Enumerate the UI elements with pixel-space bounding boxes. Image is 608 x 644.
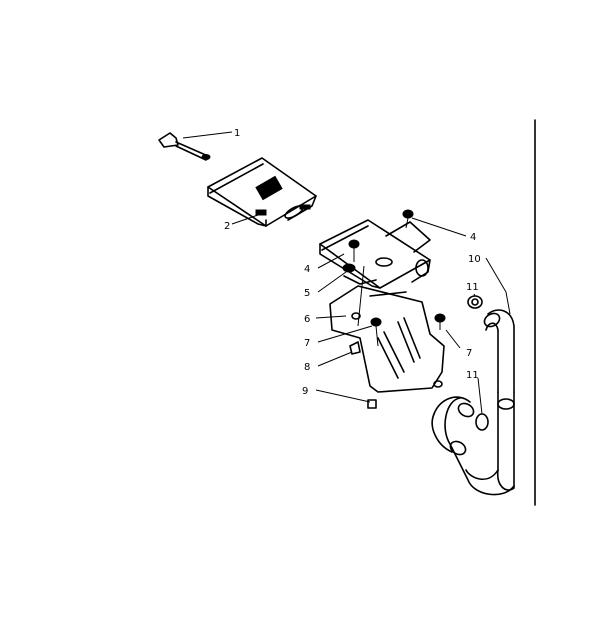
callout-5: 5 <box>304 288 310 299</box>
callout-4-upper: 4 <box>470 232 476 243</box>
part-5-housing <box>319 219 431 289</box>
part-10-tubing <box>431 309 515 496</box>
callout-11-lower: 11 <box>466 370 479 381</box>
callout-7-right: 7 <box>466 348 472 359</box>
leader-lines <box>182 131 511 415</box>
callout-7-left: 7 <box>304 338 310 349</box>
part-11-grommet-lower <box>475 413 489 431</box>
callout-8: 8 <box>304 362 310 373</box>
part-7-screw-left <box>370 317 382 347</box>
part-9-nut <box>367 399 377 409</box>
part-4-screw-upper <box>402 209 414 229</box>
part-6-bracket-plate <box>329 285 445 393</box>
callout-11-upper: 11 <box>466 282 479 293</box>
callout-2: 2 <box>224 221 230 232</box>
part-11-grommet-upper <box>467 295 483 309</box>
part-4-screw-lower <box>348 239 360 262</box>
part-7-screw-right <box>434 313 446 330</box>
callout-1: 1 <box>234 128 240 139</box>
part-8-clip <box>349 341 361 355</box>
callout-6: 6 <box>304 314 310 325</box>
part-1-handle <box>158 132 211 161</box>
part-2-upper-panel <box>207 157 317 227</box>
callout-10: 10 <box>468 254 481 265</box>
callout-4-lower: 4 <box>304 264 310 275</box>
callout-9: 9 <box>302 386 308 397</box>
